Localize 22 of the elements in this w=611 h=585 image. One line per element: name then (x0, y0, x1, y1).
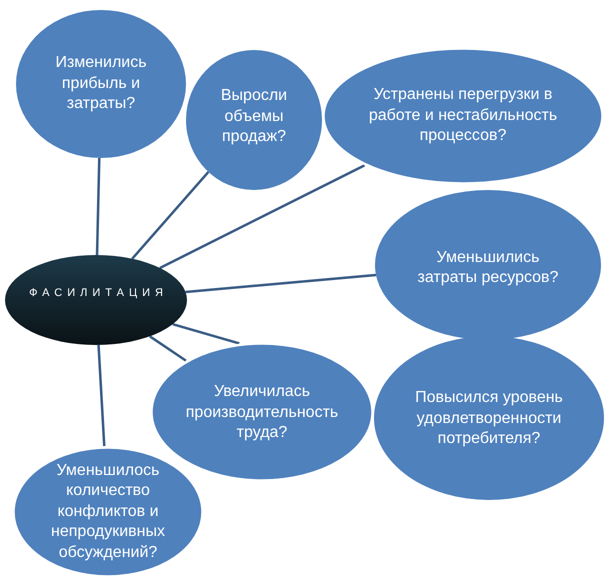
question-ellipse (16, 10, 186, 158)
question-text: Выросли объемы продаж? (220, 86, 288, 148)
question-text: Повысился уровень удовлетворенности потребителя? (414, 388, 564, 450)
connector-line (96, 158, 101, 256)
question-text: Изменились прибыль и затраты? (54, 53, 148, 114)
question-ellipse (375, 190, 601, 340)
question-ellipse (374, 336, 604, 500)
connector-line (97, 344, 106, 446)
connector-line (159, 164, 366, 270)
question-ellipse (322, 47, 604, 185)
question-text: Увеличилась производительность труда? (184, 382, 340, 444)
question-text: Устранены перегрузки в работе и нестабильность процессов? (368, 85, 558, 146)
question-text: Уменьшилось количество конфликтов и непродукивных обсуждений? (50, 460, 166, 563)
question-ellipse (12, 446, 204, 578)
central-title: ФАСИЛИТАЦИЯ (28, 286, 169, 300)
connector-line (131, 171, 210, 260)
connector-line (185, 274, 376, 294)
question-text: Уменьшились затраты ресурсов? (416, 248, 560, 288)
connector-line (149, 335, 187, 362)
central-ellipse (5, 255, 187, 345)
connector-line (172, 322, 240, 345)
question-ellipse (186, 50, 322, 190)
